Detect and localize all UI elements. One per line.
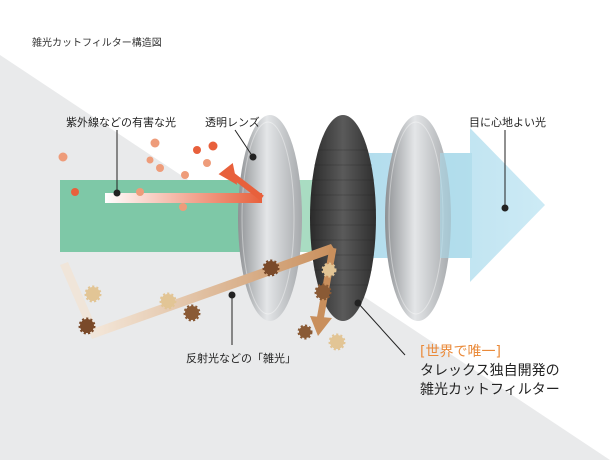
- leader-lines: [116, 129, 506, 356]
- leader-dots: [113, 153, 509, 307]
- filter-label-line2: 雑光カットフィルター: [420, 382, 560, 398]
- stray-particles: [78, 259, 346, 351]
- harmful-particles: [58, 138, 218, 211]
- unique-tag: [世界で唯一]: [420, 344, 501, 360]
- harmful-light-reflect: [230, 172, 264, 201]
- stray-light-deflect: [316, 247, 337, 321]
- filter-label-line1: タレックス独自開発の: [420, 363, 560, 379]
- uv-light-label: 紫外線などの有害な光: [66, 116, 176, 129]
- diagram-title: 雑光カットフィルター構造図: [32, 38, 162, 49]
- outer-lens: [385, 115, 451, 321]
- clear-lens: [238, 115, 302, 321]
- stray-light-label: 反射光などの「雑光」: [186, 352, 296, 365]
- clear-lens-label: 透明レンズ: [205, 116, 260, 129]
- comfortable-light-label: 目に心地よい光: [469, 116, 546, 129]
- harmful-light-arrow: [105, 193, 262, 203]
